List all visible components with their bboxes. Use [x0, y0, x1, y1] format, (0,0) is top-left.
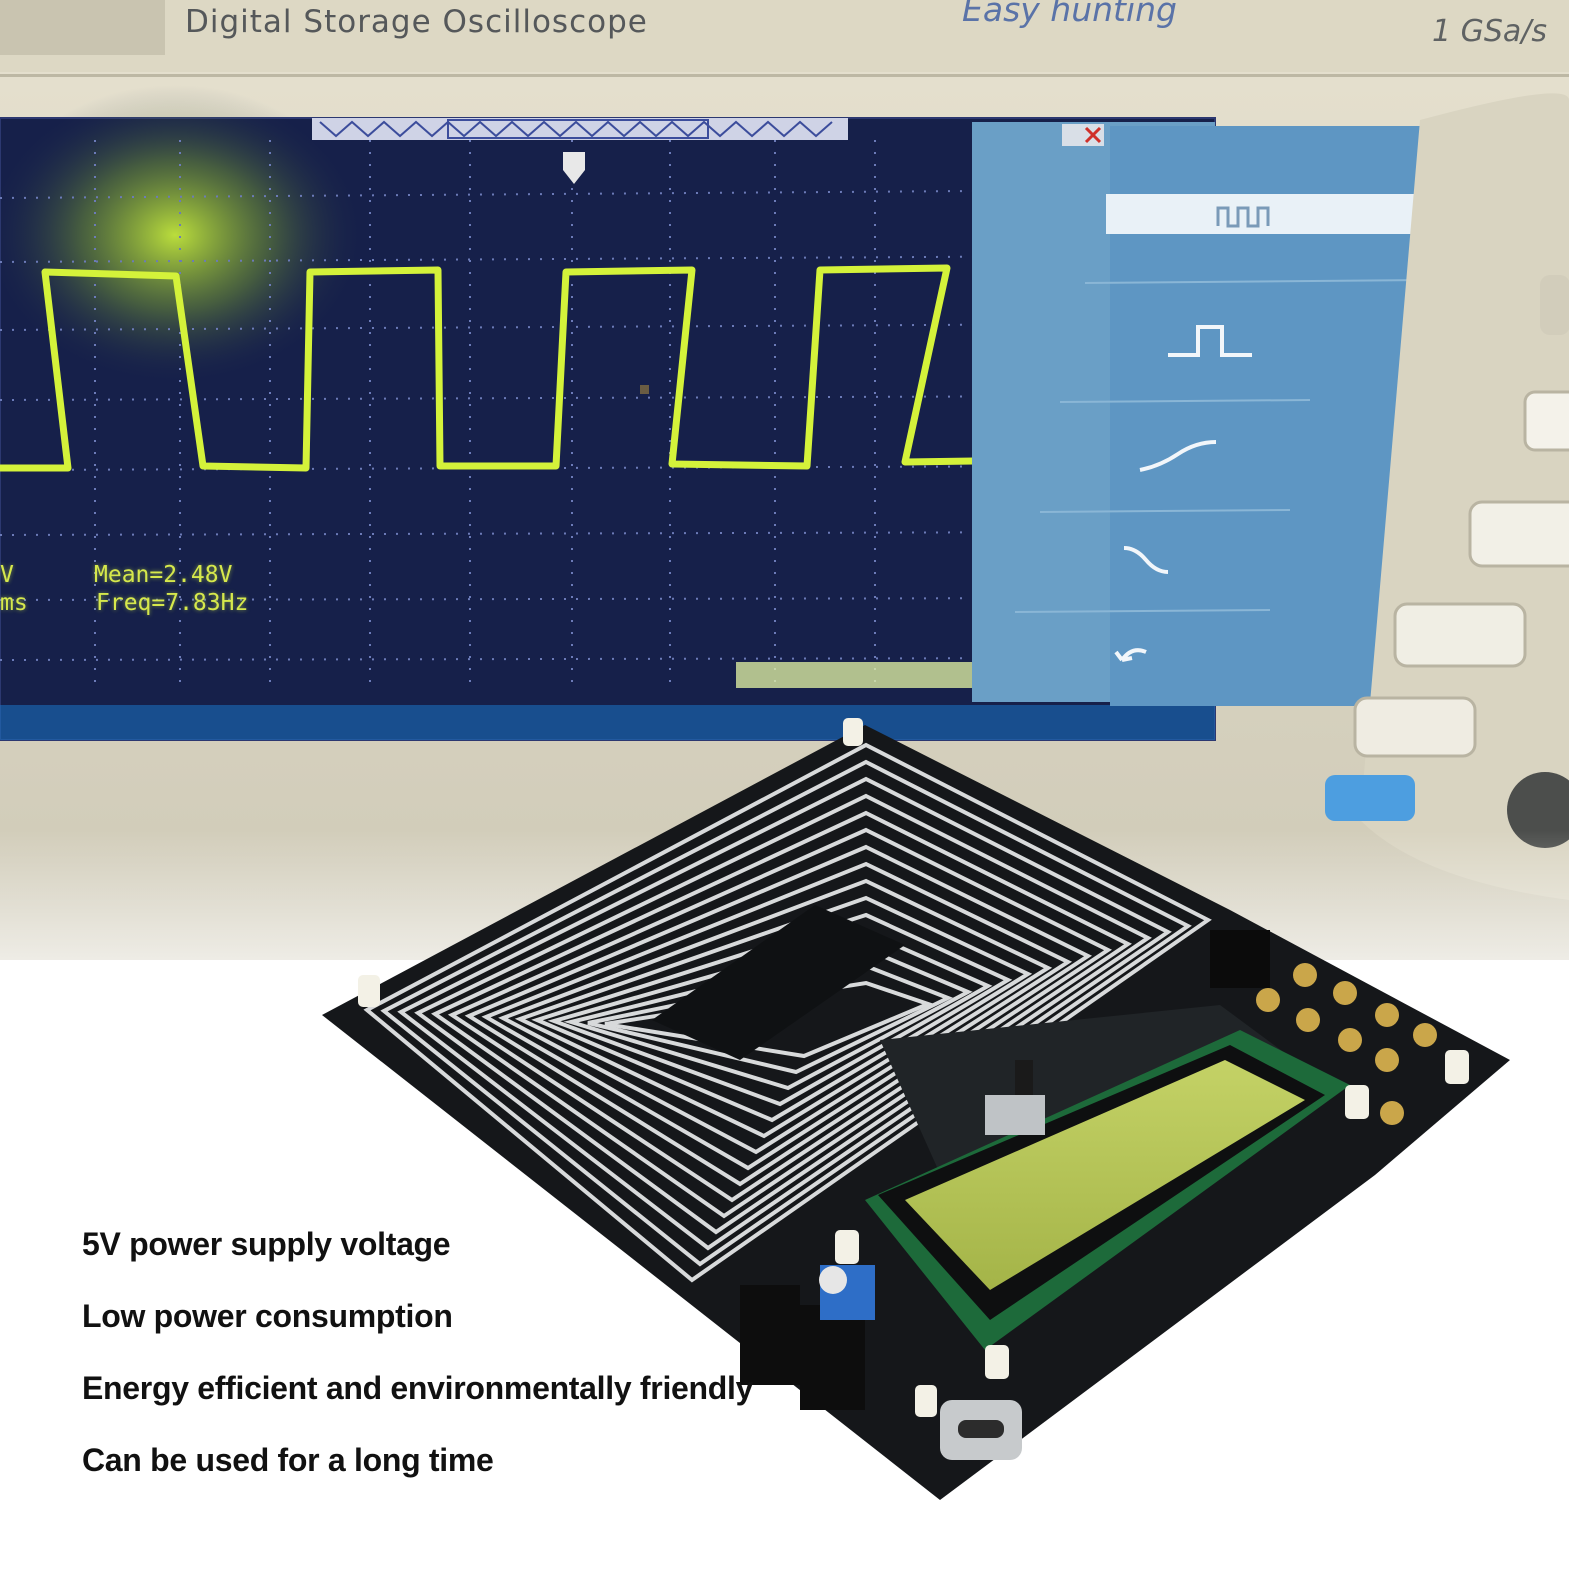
screen-grid	[0, 140, 1111, 690]
pulse-train-icon	[1216, 206, 1270, 228]
timebase-zigzag	[319, 120, 833, 138]
measurement-frequency: Freq=7.83Hz	[96, 590, 249, 616]
measurement-partial-voltage: V	[0, 562, 14, 588]
menu-button-4	[1353, 696, 1477, 758]
knob	[1507, 772, 1569, 848]
tactile-buttons	[1256, 963, 1437, 1125]
screen-side-menu	[972, 122, 1431, 706]
timebase-window	[447, 119, 709, 139]
square-wave-trace	[0, 262, 1111, 472]
menu-button-3	[1393, 602, 1527, 668]
switch-housing	[985, 1095, 1045, 1135]
panel-seam	[0, 74, 1569, 77]
measurement-partial-time: ms	[0, 590, 28, 616]
pulse-icon	[1168, 325, 1252, 357]
feature-list: 5V power supply voltage Low power consum…	[82, 1224, 782, 1512]
fall-icon	[1123, 546, 1169, 574]
disconnect-icon	[1084, 126, 1102, 144]
oscilloscope-brand-label: Digital Storage Oscilloscope	[185, 4, 648, 40]
usb-indicator-icon	[1062, 124, 1104, 146]
logo-plate	[0, 0, 165, 55]
screen-glare	[0, 85, 365, 385]
oscilloscope-top-panel	[0, 0, 1569, 72]
trigger-marker-icon	[563, 152, 585, 184]
feature-item: Can be used for a long time	[82, 1442, 494, 1478]
coil-center-pad	[652, 905, 905, 1060]
side-knob	[1540, 275, 1569, 335]
audio-jack	[1210, 930, 1270, 988]
lcd-screen	[905, 1060, 1305, 1290]
channel-readout-box	[736, 662, 976, 688]
status-bar	[0, 705, 1215, 740]
oscilloscope-slogan: Easy hunting	[962, 0, 1177, 29]
menu-item-selected	[1106, 194, 1420, 234]
feature-item: 5V power supply voltage	[82, 1226, 451, 1262]
oscilloscope-sample-rate: 1 GSa/s	[1431, 14, 1547, 49]
menu-button-1	[1523, 390, 1569, 452]
measurement-mean: Mean=2.48V	[94, 562, 233, 588]
schumann-generator-board	[322, 718, 1510, 1500]
rise-icon	[1139, 440, 1217, 472]
blue-button	[1325, 775, 1415, 821]
screen-speck	[640, 385, 649, 394]
feature-item: Low power consumption	[82, 1298, 453, 1334]
control-panel	[1325, 93, 1569, 901]
return-icon	[1114, 648, 1147, 662]
screw-terminal-2	[800, 1305, 865, 1410]
feature-item: Energy efficient and environmentally fri…	[82, 1370, 754, 1406]
menu-button-2	[1468, 500, 1569, 568]
pcb-coil	[363, 742, 1212, 1283]
screw-terminal-1	[740, 1285, 800, 1385]
standoffs	[358, 718, 1469, 1417]
